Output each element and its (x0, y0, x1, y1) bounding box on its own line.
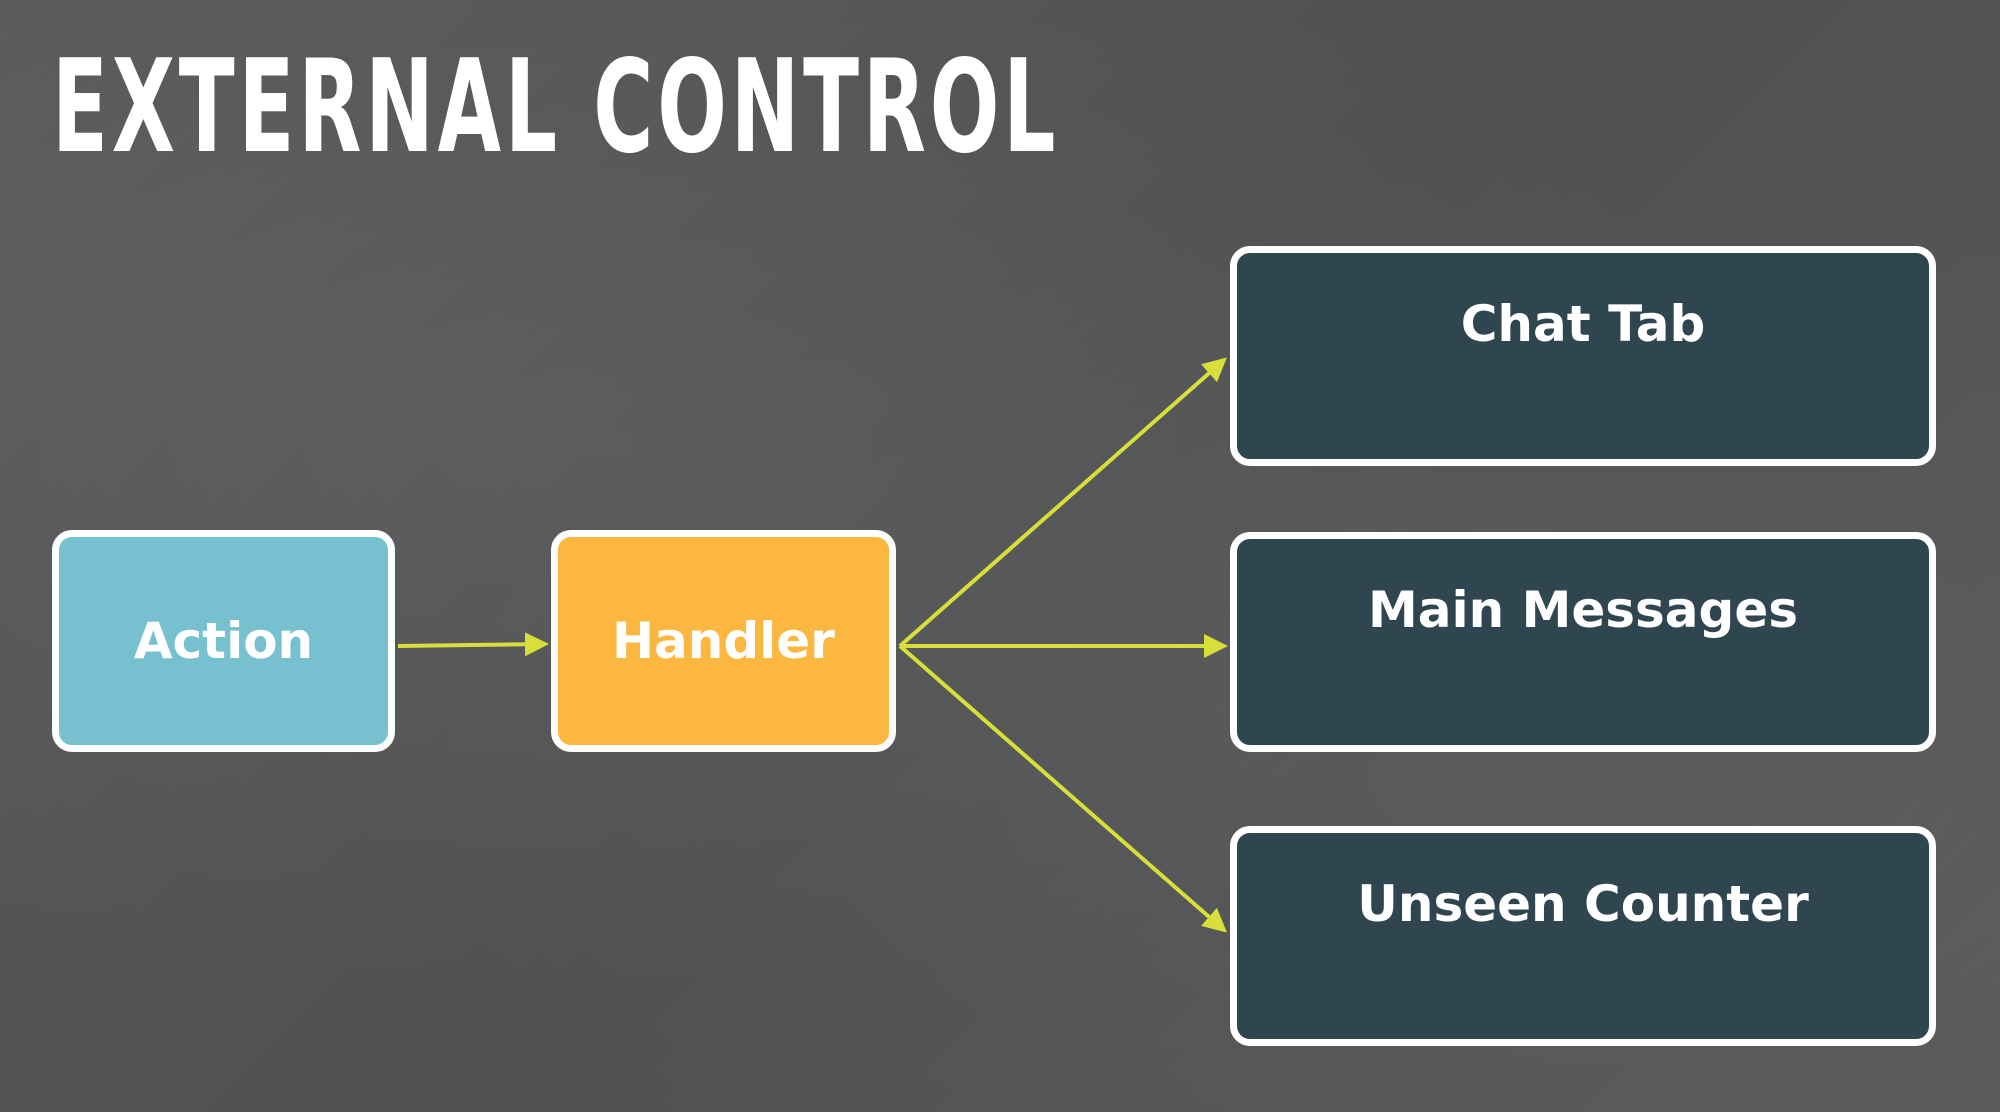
main-messages-box: Main Messages (1230, 532, 1936, 752)
main-messages-label: Main Messages (1367, 581, 1799, 639)
handler-label: Handler (612, 612, 835, 670)
slide-title: EXTERNAL CONTROL (52, 33, 1060, 182)
unseen-counter-box: Unseen Counter (1230, 826, 1936, 1046)
arrow-action-to-handler (397, 632, 549, 657)
chat-tab-box: Chat Tab (1230, 246, 1936, 466)
arrow-handler-to-unseen-counter (898, 644, 1228, 933)
action-box: Action (52, 530, 395, 752)
unseen-counter-label: Unseen Counter (1357, 875, 1809, 933)
chat-tab-label: Chat Tab (1460, 295, 1706, 353)
action-label: Action (133, 612, 314, 670)
arrow-handler-to-chat-tab (898, 357, 1227, 648)
handler-box: Handler (551, 530, 896, 752)
